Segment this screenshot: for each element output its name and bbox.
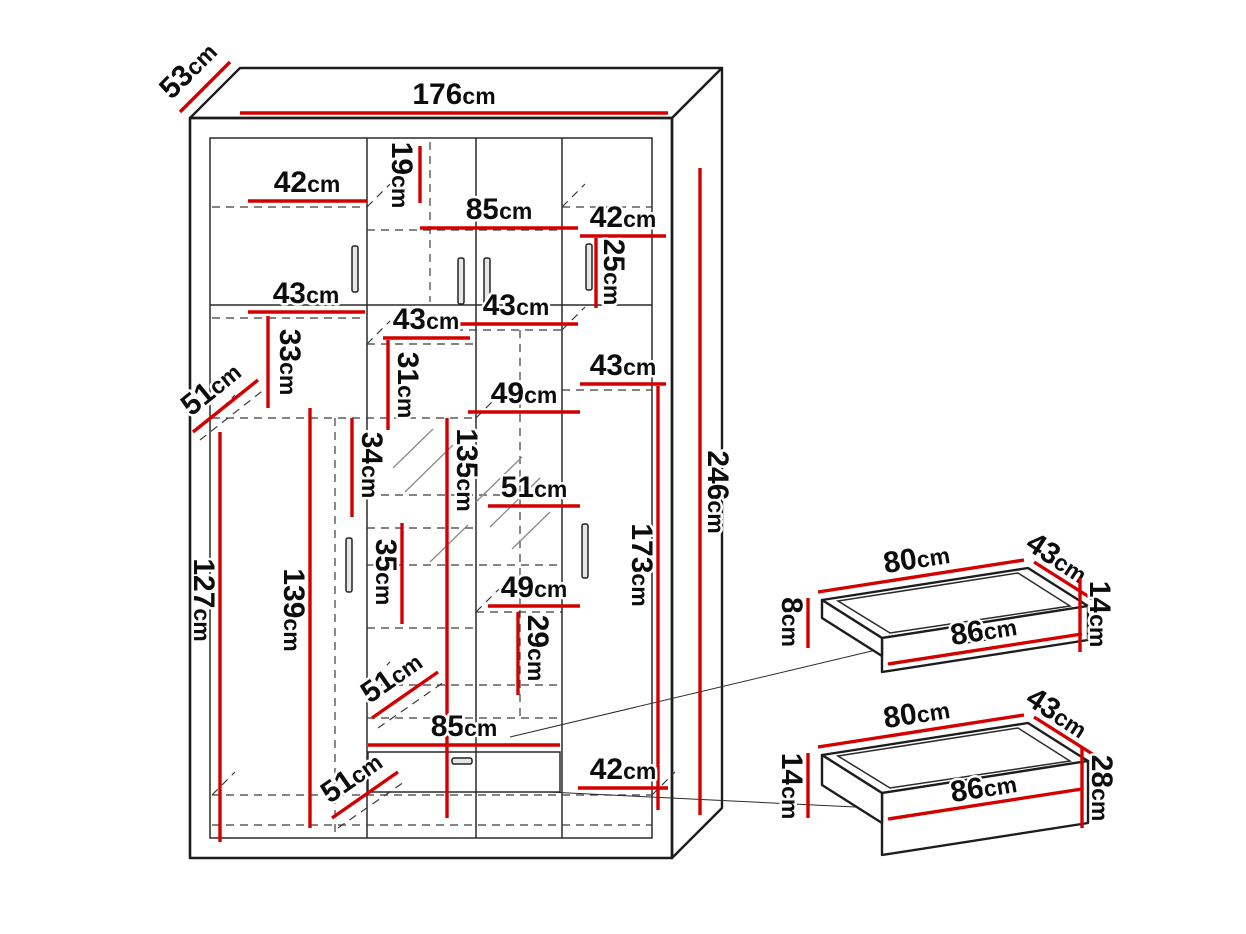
dim-total-width-label: 176cm bbox=[412, 78, 495, 111]
dim-top-gap-height: 19cm bbox=[383, 139, 422, 211]
door-handle bbox=[581, 523, 589, 579]
dim-label: 139cm bbox=[277, 568, 310, 651]
dim-top-left-shelf-width: 42cm bbox=[248, 164, 367, 203]
dim-center-section-height-b: 34cm bbox=[350, 418, 391, 517]
dim-center-shelf-width-d: 51cm bbox=[488, 469, 580, 508]
dim-top-right-height: 25cm bbox=[594, 236, 633, 308]
dim-depth-label: 53cm bbox=[153, 35, 223, 105]
dim-center-shelf-width-a: 43cm bbox=[455, 287, 578, 326]
door-handle bbox=[585, 243, 593, 291]
dim-drawer-large-front-width: 86cm bbox=[887, 769, 1083, 821]
dim-drawer-large-front-height: 28cm bbox=[1080, 748, 1121, 828]
dim-label: 85cm bbox=[466, 193, 533, 226]
drawer-large-front bbox=[880, 759, 1090, 857]
dim-label: 80cm bbox=[881, 692, 952, 735]
dim-drawer-small-front-height: 14cm bbox=[1078, 578, 1119, 652]
drawer-small-cavity bbox=[835, 572, 1073, 634]
dim-drawer-large-side-height: 14cm bbox=[773, 750, 811, 822]
dim-center-shelf-width-e: 49cm bbox=[488, 569, 580, 608]
dim-center-section-height-c: 35cm bbox=[367, 523, 405, 624]
drawer-large-handle bbox=[963, 785, 995, 798]
dim-center-hanging-height: 139cm bbox=[275, 408, 313, 828]
door-handle bbox=[351, 245, 359, 293]
dim-label: 31cm bbox=[391, 352, 424, 419]
dim-right-shelf-width: 43cm bbox=[580, 347, 666, 386]
dim-label: 127cm bbox=[187, 558, 220, 641]
door-handles bbox=[345, 243, 593, 593]
dim-total-width: 176cm bbox=[240, 76, 668, 115]
dim-label: 51cm bbox=[501, 471, 568, 504]
dim-label: 85cm bbox=[431, 710, 498, 743]
dim-left-section-height: 33cm bbox=[266, 316, 309, 408]
dim-bottom-right-width: 42cm bbox=[578, 751, 668, 790]
wardrobe-drawing bbox=[188, 66, 877, 860]
drawer-small-dimensions: 80cm 43cm 8cm 86cm 14cm bbox=[773, 524, 1119, 666]
dim-label: 42cm bbox=[590, 753, 657, 786]
dimension-annotations: 53cm 176cm 246cm 42cm 19cm 85cm 42cm bbox=[151, 35, 737, 842]
mirror-hatch bbox=[392, 428, 551, 563]
dim-label: 14cm bbox=[775, 753, 808, 820]
dim-drawer-small-inner-width: 80cm bbox=[817, 537, 1025, 594]
dim-left-shelf-depth: 51cm bbox=[172, 355, 260, 434]
drawer-large-side bbox=[820, 753, 884, 825]
dim-top-right-width: 42cm bbox=[580, 199, 666, 238]
hidden-shelf-lines bbox=[199, 142, 676, 838]
dim-label: 49cm bbox=[501, 571, 568, 604]
dim-mirror-height: 135cm bbox=[445, 418, 486, 818]
leader-line-to-large-drawer bbox=[547, 791, 877, 809]
dim-label: 29cm bbox=[521, 615, 554, 682]
wardrobe-front-inner bbox=[209, 137, 653, 839]
wardrobe-front-outer bbox=[188, 116, 674, 860]
dim-label: 43cm bbox=[273, 277, 340, 310]
drawer-small-side bbox=[820, 598, 884, 658]
dim-center-shelf-width-b: 43cm bbox=[383, 301, 470, 340]
door-handle bbox=[483, 257, 491, 305]
dim-label: 135cm bbox=[450, 428, 483, 511]
dim-label: 35cm bbox=[369, 539, 402, 606]
dim-label: 33cm bbox=[273, 329, 306, 396]
internal-drawer-handle bbox=[451, 757, 473, 765]
dim-label: 42cm bbox=[274, 166, 341, 199]
dim-label: 49cm bbox=[491, 377, 558, 410]
dim-label: 25cm bbox=[597, 239, 630, 306]
dim-total-height: 246cm bbox=[698, 168, 737, 815]
drawer-small-handle bbox=[963, 631, 995, 644]
dim-top-center-width: 85cm bbox=[420, 191, 578, 230]
door-handle bbox=[457, 257, 465, 305]
internal-drawer-front bbox=[367, 751, 561, 793]
dim-label: 43cm bbox=[393, 303, 460, 336]
dim-label: 51cm bbox=[175, 355, 248, 423]
dim-total-height-label: 246cm bbox=[701, 450, 734, 533]
dim-label: 34cm bbox=[355, 432, 388, 499]
dim-label: 28cm bbox=[1085, 755, 1118, 822]
dim-label: 43cm bbox=[590, 349, 657, 382]
leader-line-to-small-drawer bbox=[509, 649, 877, 738]
door-handle bbox=[345, 537, 353, 593]
dim-label: 42cm bbox=[590, 201, 657, 234]
dim-shelf-depth-b: 51cm bbox=[312, 746, 399, 820]
dim-left-shelf-width: 43cm bbox=[248, 275, 365, 314]
dim-center-section-height-d: 29cm bbox=[516, 612, 557, 695]
drawer-large-dimensions: 80cm 43cm 14cm 86cm 28cm bbox=[773, 679, 1121, 828]
drawer-large-drawing bbox=[820, 721, 1090, 857]
drawer-large-cavity bbox=[835, 727, 1073, 789]
dim-drawer-small-side-height: 8cm bbox=[773, 595, 811, 650]
dim-center-section-height-a: 31cm bbox=[386, 340, 427, 430]
dim-label: 43cm bbox=[483, 289, 550, 322]
dim-label: 173cm bbox=[625, 523, 658, 606]
dim-depth: 53cm bbox=[151, 35, 232, 114]
dim-label: 19cm bbox=[385, 142, 418, 209]
dim-right-section-height: 173cm bbox=[623, 386, 661, 810]
dim-drawer-opening-width: 85cm bbox=[368, 708, 560, 747]
dim-label: 8cm bbox=[775, 597, 808, 647]
dim-left-hanging-height: 127cm bbox=[185, 432, 223, 842]
dim-label: 14cm bbox=[1083, 581, 1116, 648]
dim-drawer-large-inner-width: 80cm bbox=[817, 692, 1025, 749]
dim-center-shelf-width-c: 49cm bbox=[468, 375, 580, 414]
dim-label: 80cm bbox=[881, 537, 952, 580]
